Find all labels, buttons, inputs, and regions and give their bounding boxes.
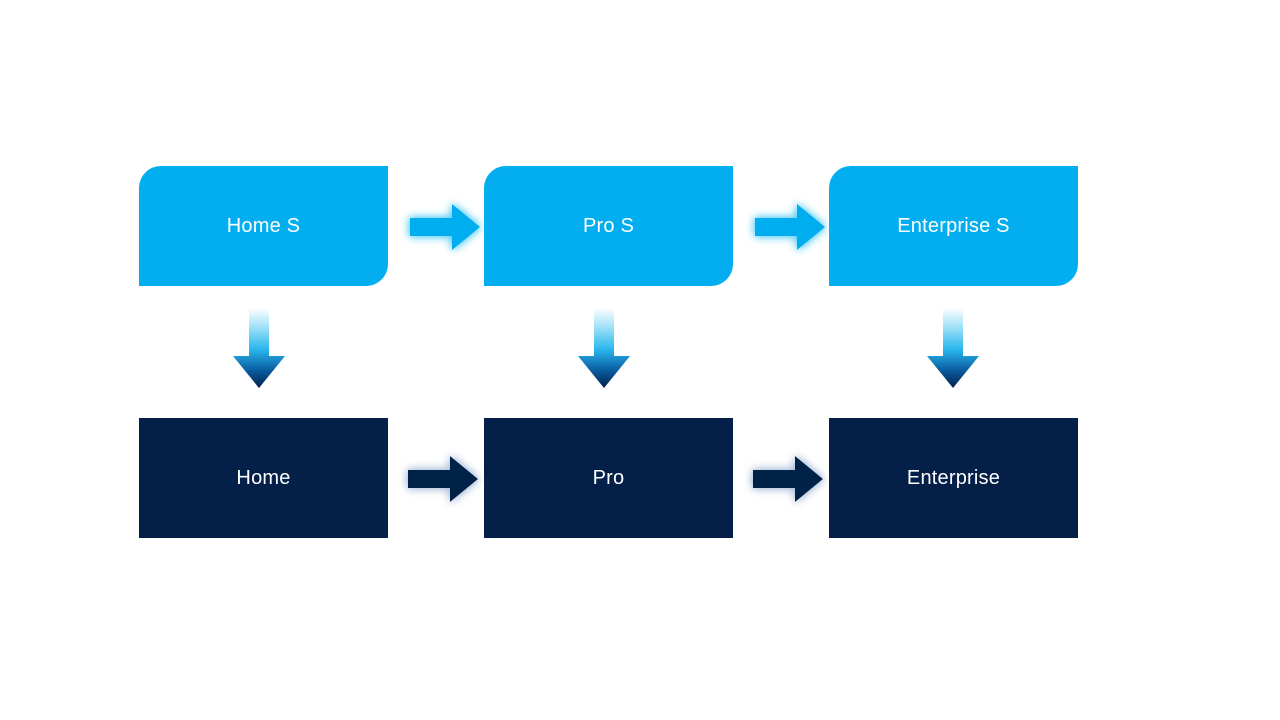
node-label: Enterprise S bbox=[897, 215, 1010, 237]
arrow-right-icon-pro-to-enterprise[interactable] bbox=[745, 449, 829, 509]
node-label: Pro bbox=[592, 467, 625, 489]
node-enterprise[interactable]: Enterprise bbox=[829, 418, 1078, 538]
arrow-down-icon-pro-s-to-pro[interactable] bbox=[573, 308, 635, 392]
node-label: Home S bbox=[226, 215, 301, 237]
node-pro-s[interactable]: Pro S bbox=[484, 166, 733, 286]
arrow-right-icon-pro-s-to-enterprise-s[interactable] bbox=[747, 196, 831, 258]
node-enterprise-s[interactable]: Enterprise S bbox=[829, 166, 1078, 286]
arrow-right-icon-home-to-pro[interactable] bbox=[400, 449, 484, 509]
node-home-s[interactable]: Home S bbox=[139, 166, 388, 286]
node-home[interactable]: Home bbox=[139, 418, 388, 538]
node-pro[interactable]: Pro bbox=[484, 418, 733, 538]
node-label: Home bbox=[236, 467, 291, 489]
node-label: Enterprise bbox=[906, 467, 1001, 489]
node-label: Pro S bbox=[582, 215, 635, 237]
arrow-down-icon-home-s-to-home[interactable] bbox=[228, 308, 290, 392]
arrow-right-icon-home-s-to-pro-s[interactable] bbox=[402, 196, 486, 258]
arrow-down-icon-enterprise-s-to-enterprise[interactable] bbox=[922, 308, 984, 392]
